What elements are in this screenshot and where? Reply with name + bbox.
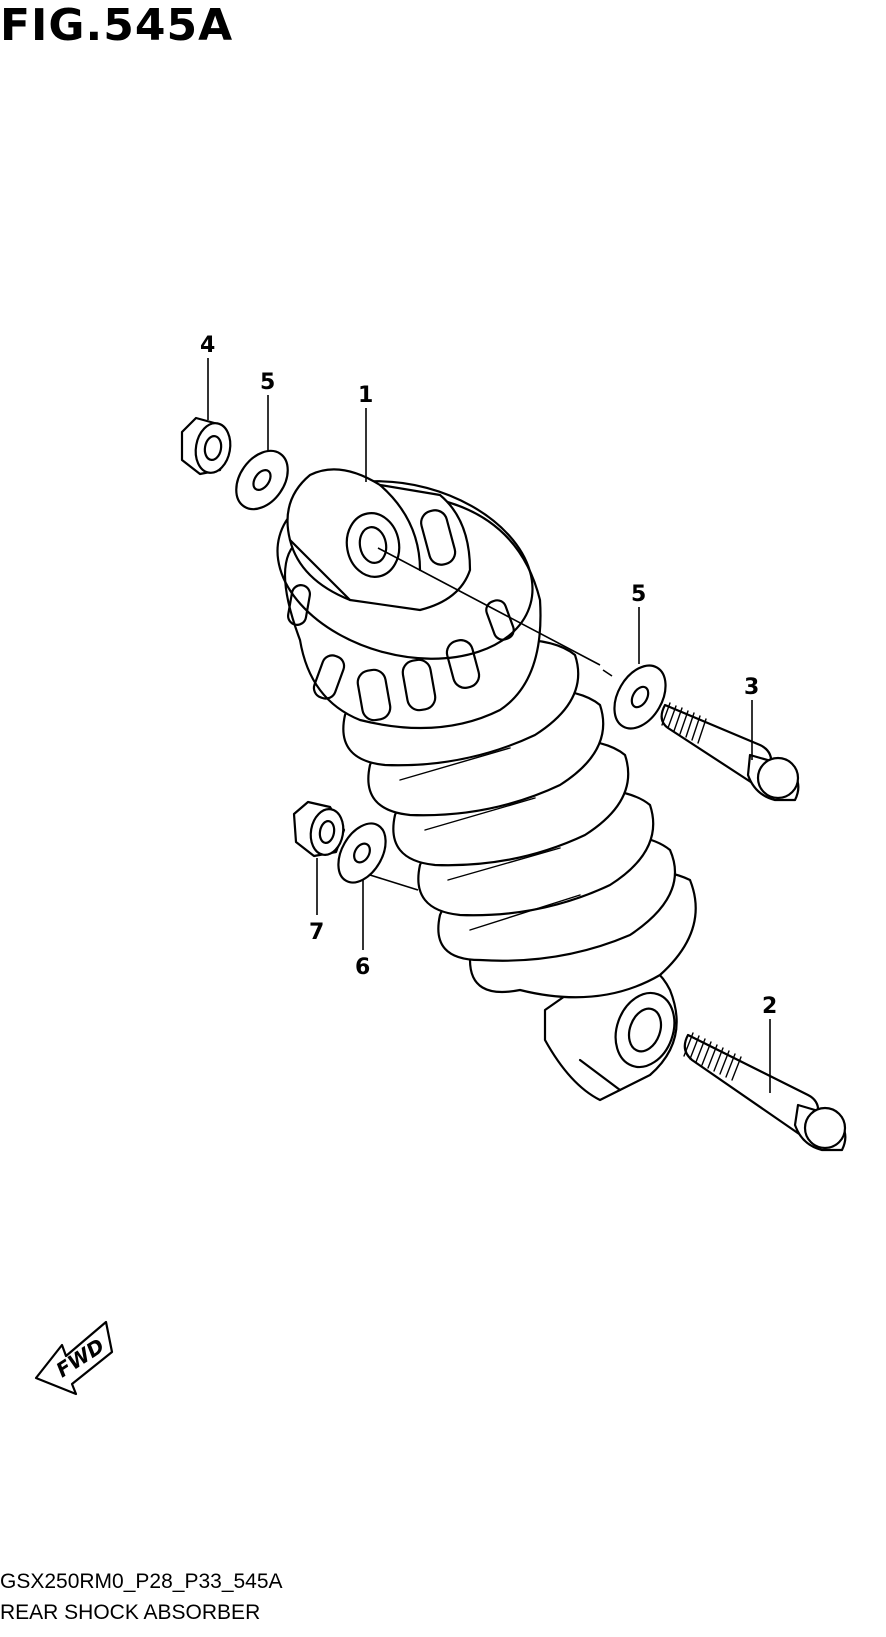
upper-bolt xyxy=(660,702,800,802)
lower-washer xyxy=(337,822,387,884)
lower-nut xyxy=(292,800,346,858)
fwd-direction-indicator: FWD xyxy=(34,1320,114,1396)
shock-absorber-assembly xyxy=(276,468,697,1102)
drawing-code: GSX250RM0_P28_P33_545A xyxy=(0,1570,283,1593)
upper-nut xyxy=(180,416,232,476)
callout-1: 1 xyxy=(358,383,373,408)
upper-mount-eye xyxy=(286,468,472,612)
drawing-description: REAR SHOCK ABSORBER xyxy=(0,1601,261,1624)
fwd-arrow-icon xyxy=(34,1320,114,1396)
callout-5-right: 5 xyxy=(631,582,646,607)
callout-2: 2 xyxy=(762,994,777,1019)
callout-leaders xyxy=(207,358,771,1093)
callout-4: 4 xyxy=(200,333,215,358)
upper-washer xyxy=(235,449,289,511)
figure-title: FIG.545A xyxy=(0,0,234,51)
callout-labels: 1 2 3 4 5 5 6 7 xyxy=(200,333,777,1019)
bolt-washer xyxy=(613,664,667,730)
callout-7: 7 xyxy=(309,920,324,945)
lower-bolt xyxy=(683,1032,847,1152)
assembly-center-lines xyxy=(369,547,613,891)
callout-3: 3 xyxy=(744,675,759,700)
callout-5-upper: 5 xyxy=(260,370,275,395)
callout-6: 6 xyxy=(355,955,370,980)
